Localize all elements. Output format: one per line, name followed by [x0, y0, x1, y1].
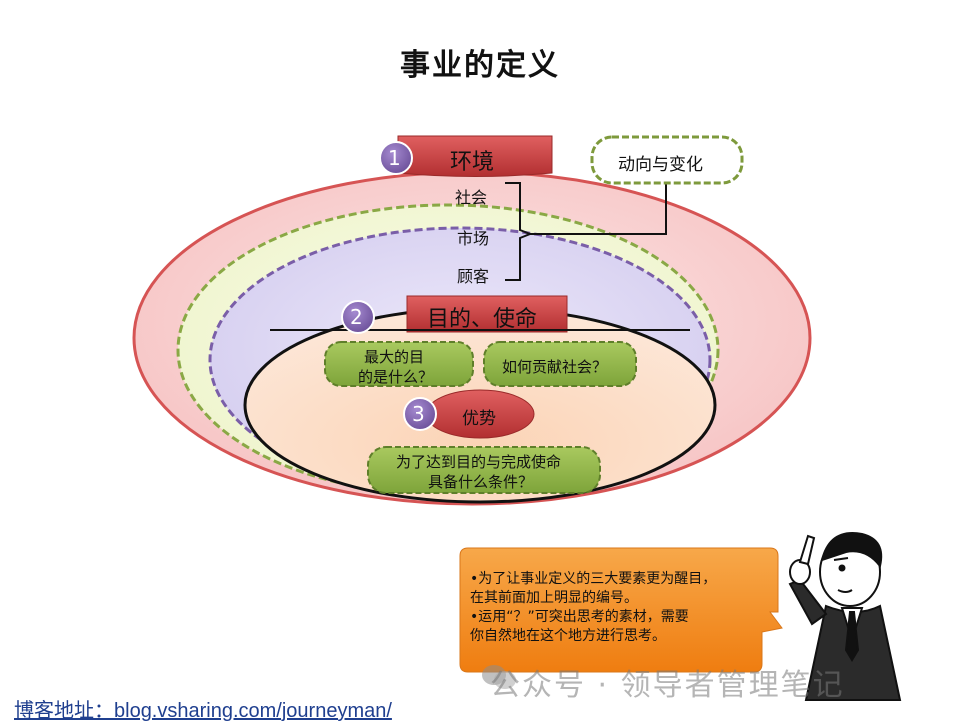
number-label-2: 2: [350, 305, 363, 329]
question-contribute: 如何贡献社会？: [502, 356, 607, 377]
trend-label: 动向与变化: [618, 150, 703, 175]
environment-label: 环境: [450, 144, 494, 176]
callout-line-2: 在其前面加上明显的编号。: [470, 589, 760, 608]
env-item-market: 市场: [457, 225, 489, 249]
callout-text: •为了让事业定义的三大要素更为醒目， 在其前面加上明显的编号。 •运用“？”可突…: [470, 570, 760, 646]
question-conditions-line2: 具备什么条件？: [428, 471, 533, 492]
callout-line-4: 你自然地在这个地方进行思考。: [470, 627, 760, 646]
question-purpose-line2: 的是什么？: [358, 366, 433, 387]
question-purpose-line1: 最大的目: [364, 346, 424, 367]
watermark-text: 公众号 · 领导者管理笔记: [490, 660, 845, 704]
env-item-customer: 顾客: [457, 263, 489, 287]
blog-link[interactable]: 博客地址：blog.vsharing.com/journeyman/: [14, 694, 392, 723]
env-item-society: 社会: [455, 184, 487, 208]
purpose-label: 目的、使命: [427, 301, 537, 333]
number-label-1: 1: [388, 146, 401, 170]
callout-line-1: •为了让事业定义的三大要素更为醒目，: [470, 570, 760, 589]
question-conditions-line1: 为了达到目的与完成使命: [396, 451, 561, 472]
callout-line-3: •运用“？”可突出思考的素材，需要: [470, 608, 760, 627]
number-label-3: 3: [412, 402, 425, 426]
advantage-label: 优势: [462, 404, 496, 429]
